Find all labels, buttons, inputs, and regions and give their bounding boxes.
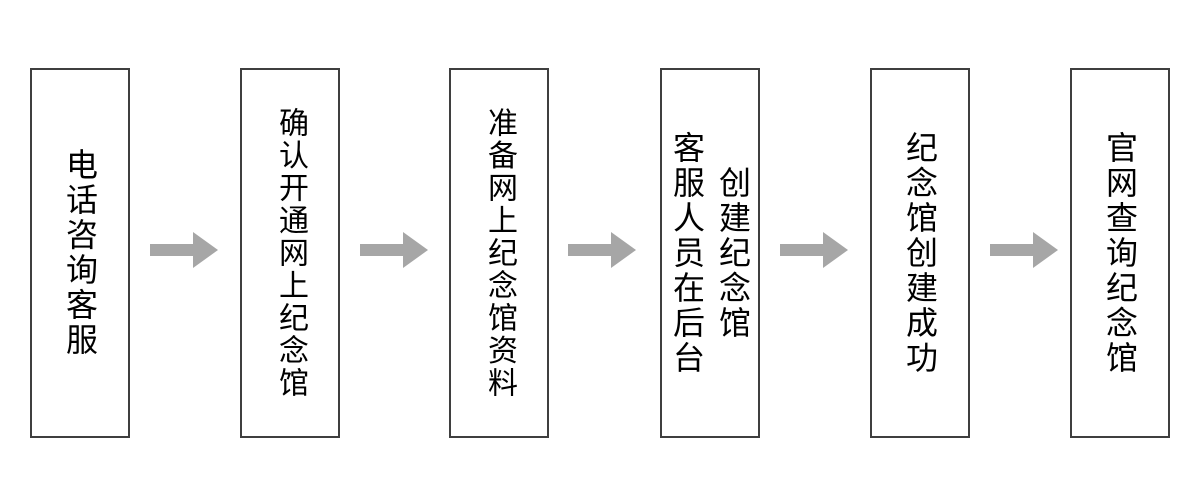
arrow-head — [823, 232, 848, 268]
right-arrow-icon — [780, 232, 848, 268]
right-arrow-icon — [568, 232, 636, 268]
arrow-head — [403, 232, 428, 268]
arrow-head — [611, 232, 636, 268]
flow-step-phone-consult-service: 电话咨询客服 — [30, 68, 130, 438]
flow-step-text: 准备网上纪念馆资料 — [483, 106, 516, 400]
arrow-shaft — [150, 244, 193, 256]
flow-step-text: 纪念馆创建成功 — [902, 130, 938, 376]
flow-step-text-line-2: 创建纪念馆 — [715, 165, 751, 341]
flow-step-text: 确认开通网上纪念馆 — [274, 106, 307, 400]
flow-step-prepare-materials: 准备网上纪念馆资料 — [449, 68, 549, 438]
arrow-shaft — [780, 244, 823, 256]
arrow-shaft — [990, 244, 1033, 256]
flow-step-staff-create-memorial: 客服人员在后台 创建纪念馆 — [660, 68, 760, 438]
arrow-head — [1033, 232, 1058, 268]
flow-step-query-official-site: 官网查询纪念馆 — [1070, 68, 1170, 438]
flow-step-text: 电话咨询客服 — [62, 148, 98, 358]
arrow-shaft — [568, 244, 611, 256]
arrow-shaft — [360, 244, 403, 256]
flow-step-text: 官网查询纪念馆 — [1102, 130, 1138, 376]
right-arrow-icon — [150, 232, 218, 268]
right-arrow-icon — [360, 232, 428, 268]
arrow-head — [193, 232, 218, 268]
flow-step-create-success: 纪念馆创建成功 — [870, 68, 970, 438]
flow-step-confirm-open-memorial: 确认开通网上纪念馆 — [240, 68, 340, 438]
right-arrow-icon — [990, 232, 1058, 268]
flow-step-text-line-1: 客服人员在后台 — [669, 130, 705, 376]
